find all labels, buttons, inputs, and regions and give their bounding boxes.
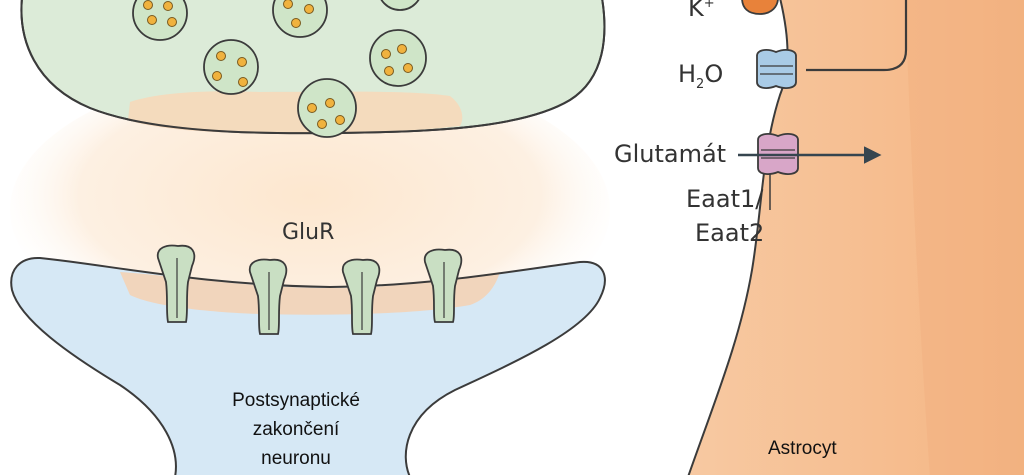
vesicle xyxy=(297,78,357,138)
eaat-label-line1: Eaat1/ xyxy=(686,185,764,213)
postsynaptic-label-line1: Postsynaptické xyxy=(232,390,360,411)
glur-receptor xyxy=(248,258,288,335)
vesicle xyxy=(272,0,328,38)
water-channel xyxy=(756,49,797,89)
water-label-h: H xyxy=(678,60,697,88)
potassium-channel xyxy=(741,0,779,15)
postsynaptic-label-line3: neuronu xyxy=(261,448,331,469)
astrocyte-inner-shade xyxy=(905,0,1024,475)
water-label-o: O xyxy=(704,60,724,88)
vesicle xyxy=(132,0,188,41)
water-label-subscript: 2 xyxy=(696,76,705,92)
postsynaptic-density xyxy=(120,272,500,315)
presynaptic-active-zone xyxy=(128,91,463,133)
vesicle xyxy=(203,39,259,95)
astrocyte-body xyxy=(688,0,1024,475)
postsynaptic-label-line2: zakončení xyxy=(252,419,340,440)
glur-receptor xyxy=(423,248,463,323)
water-label: H2O xyxy=(678,60,723,92)
glur-receptor xyxy=(341,258,381,335)
glutamate-label: Glutamát xyxy=(614,140,727,168)
glur-receptor xyxy=(156,244,196,323)
potassium-label-k: K xyxy=(688,0,704,22)
vesicle xyxy=(380,0,420,11)
channel-connector-line xyxy=(806,0,908,72)
glur-label: GluR xyxy=(282,220,335,245)
potassium-label: K+ xyxy=(688,0,715,22)
vesicle xyxy=(369,29,427,87)
astrocyte-label: Astrocyt xyxy=(768,438,837,459)
postsynaptic-label: Postsynaptické zakončení neuronu xyxy=(196,386,396,473)
eaat-label-line2: Eaat2 xyxy=(695,219,765,247)
potassium-label-charge: + xyxy=(703,0,715,11)
